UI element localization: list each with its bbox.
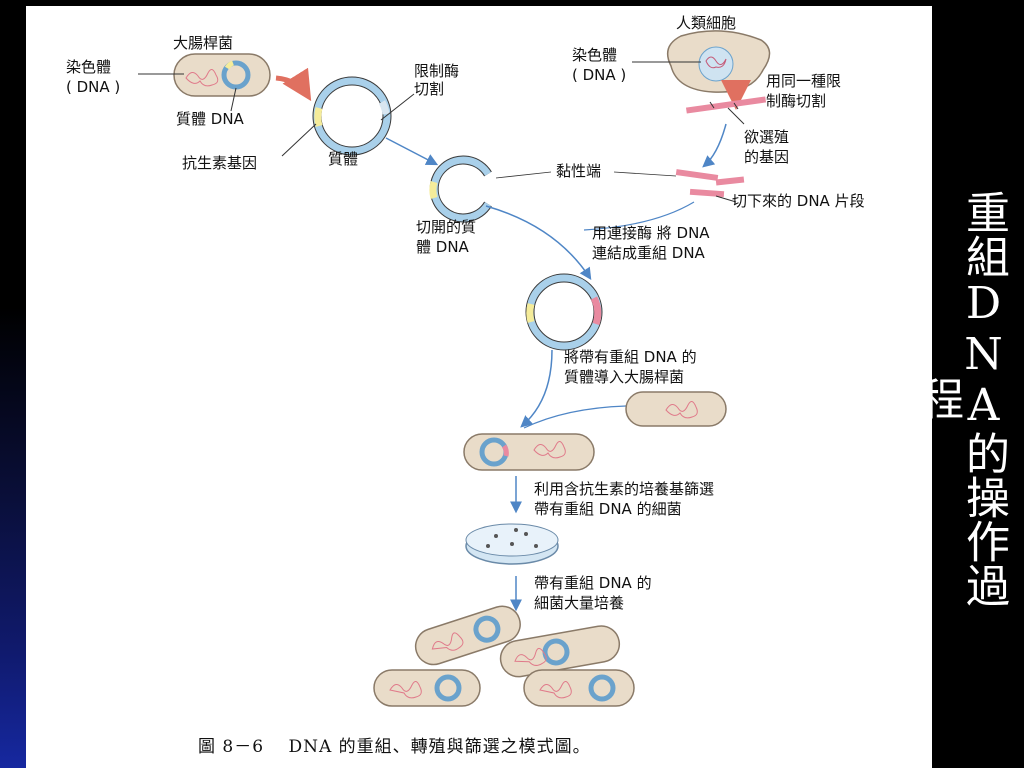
label-same-enzyme-1: 用同一種限 [766, 72, 841, 90]
ecoli-cell [173, 53, 271, 97]
label-restriction-1: 限制酶 [414, 62, 459, 80]
label-plasmid-dna: 質體 DNA [176, 110, 245, 128]
sticky-leader-right [613, 171, 677, 177]
fragment-leader [715, 195, 737, 203]
opened-plasmid [429, 155, 492, 223]
cultured-bacteria [373, 605, 635, 707]
recombinant-dna-diagram: 大腸桿菌 染色體 ( DNA ) 質體 DNA 抗生素基因 質體 限制酶 切割 … [66, 14, 865, 757]
label-same-enzyme-2: 制酶切割 [766, 92, 826, 110]
label-select-1: 利用含抗生素的培養基篩選 [534, 480, 714, 498]
arrow-introduce [520, 349, 553, 428]
label-introduce-2: 質體導入大腸桿菌 [564, 368, 684, 386]
label-chromosome-1: 染色體 [66, 58, 111, 76]
arrow-ligate-right [583, 201, 695, 231]
label-select-2: 帶有重組 DNA 的細菌 [534, 500, 682, 518]
label-opened-2: 體 DNA [416, 238, 470, 256]
antibiotic-leader [281, 123, 317, 157]
plasmid-dna-leader [230, 87, 237, 112]
label-culture-2: 細菌大量培養 [534, 594, 624, 612]
transformed-bacterium [463, 433, 595, 471]
label-ligase-2: 連結成重組 DNA [592, 244, 706, 262]
label-target-gene-1: 欲選殖 [744, 128, 789, 146]
label-antibiotic-gene: 抗生素基因 [182, 154, 257, 172]
label-plasmid: 質體 [328, 150, 358, 168]
label-ecoli: 大腸桿菌 [173, 34, 233, 52]
label-chromosome-2: ( DNA ) [66, 78, 120, 96]
label-introduce-1: 將帶有重組 DNA 的 [564, 348, 697, 366]
dna-fragments [675, 169, 745, 198]
figure-caption: 圖 8－6 DNA 的重組、轉殖與篩選之模式圖。 [198, 737, 591, 757]
label-human-cell: 人類細胞 [676, 14, 736, 32]
label-restriction-2: 切割 [414, 80, 444, 98]
petri-dish [465, 523, 559, 565]
label-target-gene-2: 的基因 [744, 148, 789, 166]
target-gene-leader [727, 107, 745, 125]
human-cell [666, 30, 771, 93]
human-dna-strand [685, 96, 767, 114]
label-culture-1: 帶有重組 DNA 的 [534, 574, 652, 592]
arrow-cut [385, 137, 439, 166]
left-gradient-bar [0, 0, 26, 768]
slide-title-vertical: 重組DNA的操作過程 [912, 189, 1009, 607]
recombinant-plasmid [525, 273, 603, 351]
red-arrow-extract [275, 67, 312, 102]
arrow-ligate-left [485, 205, 592, 281]
restriction-leader [380, 93, 415, 121]
label-hchrom-1: 染色體 [572, 46, 617, 64]
label-sticky-end: 黏性端 [556, 162, 601, 180]
host-bacterium [625, 391, 727, 427]
diagram-panel: 大腸桿菌 染色體 ( DNA ) 質體 DNA 抗生素基因 質體 限制酶 切割 … [26, 6, 932, 768]
label-opened-1: 切開的質 [416, 218, 476, 236]
arrow-introduce-2 [523, 405, 627, 429]
label-cut-fragment: 切下來的 DNA 片段 [732, 192, 865, 210]
label-ligase-1: 用連接酶 將 DNA [592, 224, 710, 242]
plasmid-ring [312, 76, 392, 156]
label-hchrom-2: ( DNA ) [572, 66, 626, 84]
arrow-fragment [702, 123, 727, 168]
sticky-leader-left [495, 171, 552, 179]
